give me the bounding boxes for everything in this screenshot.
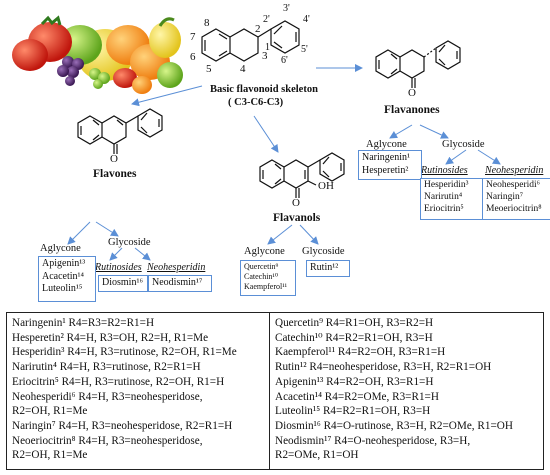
table-divider	[269, 313, 270, 469]
flavanols-aglycone-box: Quercetin⁹ Catechin¹⁰ Kaempferol¹¹	[240, 260, 296, 296]
list-item: Naringin⁷	[486, 191, 524, 202]
flavones-aglycone-box: Apigenin¹³ Acacetin¹⁴ Luteolin¹⁵	[38, 256, 96, 302]
atom-number: 4	[240, 63, 246, 75]
skeleton-structure	[201, 20, 300, 62]
list-item: Apigenin¹³	[42, 258, 86, 269]
flavanone-carbonyl-label: O	[408, 87, 416, 99]
list-item: Eriocitrin⁵	[424, 203, 464, 214]
flavanones-rutinosides-label: Rutinosides	[421, 165, 468, 176]
flavanones-neohesperidin-label: Neohesperidin	[485, 165, 544, 176]
flavone-structure	[77, 108, 163, 154]
flavanones-neohesperidin-box: Neohesperidi⁶ Naringin⁷ Meoeriocitrin⁸	[482, 178, 550, 220]
table-right-column: Quercetin⁹ R4=R1=OH, R3=R2=H Catechin¹⁰ …	[275, 316, 513, 463]
table-row: Kaempferol¹¹ R4=R2=OH, R3=R1=H	[275, 346, 446, 359]
table-row: Naringenin¹ R4=R3=R2=R1=H	[12, 317, 155, 329]
atom-number: 5	[206, 63, 212, 75]
flavanols-aglycone-label: Aglycone	[244, 246, 285, 257]
atom-number: 5'	[301, 44, 308, 55]
table-row: Rutin¹² R4=neohesperidose, R3=H, R2=R1=O…	[275, 361, 492, 374]
flavones-rutinosides-label: Rutinosides	[95, 262, 142, 273]
fruit-image	[12, 15, 183, 94]
list-item: Diosmin¹⁶	[102, 277, 143, 288]
atom-number: 8	[204, 17, 210, 29]
table-row: Neoeriocitrin⁸ R4=H, R3=neohesperidose,	[12, 434, 203, 447]
atom-number: 6'	[281, 55, 288, 66]
atom-number: 2	[255, 23, 261, 35]
flavones-title: Flavones	[93, 168, 137, 180]
table-row: R2=OMe, R1=OH	[275, 449, 359, 462]
table-row: Catechin¹⁰ R4=R2=R1=OH, R3=H	[275, 331, 433, 344]
list-item: Kaempferol¹¹	[244, 282, 287, 291]
flavanones-aglycone-box: Naringenin¹ Hesperetin²	[358, 150, 422, 180]
flavones-glycoside-label: Glycoside	[108, 237, 151, 248]
table-row: Diosmin¹⁶ R4=O-rutinose, R3=H, R2=OMe, R…	[275, 419, 513, 432]
atom-number: 1'	[265, 42, 272, 53]
flavanol-carbonyl-label: O	[292, 197, 300, 209]
skeleton-title: Basic flavonoid skeleton	[210, 84, 318, 95]
atom-number: 2'	[263, 14, 270, 25]
table-row: R2=OH, R1=Me	[12, 405, 88, 418]
list-item: Hesperidin³	[424, 180, 469, 190]
table-row: R2=OH, R1=Me	[12, 449, 88, 462]
table-row: Hesperidin³ R4=H, R3=rutinose, R2=OH, R1…	[12, 346, 237, 359]
list-item: Narirutin⁴	[424, 191, 463, 202]
atom-number: 7	[190, 31, 196, 43]
list-item: Quercetin⁹	[244, 262, 279, 271]
flavanones-rutinosides-box: Hesperidin³ Narirutin⁴ Eriocitrin⁵	[420, 178, 483, 220]
flavones-neohesperidin-box: Neodismin¹⁷	[148, 275, 212, 292]
list-item: Naringenin¹	[362, 152, 410, 163]
table-row: Naringin⁷ R4=H, R3=neohesperidose, R2=R1…	[12, 419, 233, 432]
list-item: Neodismin¹⁷	[152, 277, 203, 288]
table-row: Quercetin⁹ R4=R1=OH, R3=R2=H	[275, 317, 434, 329]
flavones-aglycone-label: Aglycone	[40, 243, 81, 254]
table-left-column: Naringenin¹ R4=R3=R2=R1=H Hesperetin² R4…	[12, 316, 237, 463]
flavone-carbonyl-label: O	[110, 153, 118, 165]
flavanols-title: Flavanols	[273, 212, 321, 224]
list-item: Hesperetin²	[362, 164, 409, 176]
diagram-graphics	[12, 15, 501, 261]
flavanone-structure	[375, 40, 461, 88]
table-row: Neodismin¹⁷ R4=O-neohesperidose, R3=H,	[275, 434, 471, 447]
flavanols-glycoside-box: Rutin¹²	[306, 260, 350, 277]
flavones-neohesperidin-label: Neohesperidin	[147, 262, 206, 273]
flavanol-structure	[259, 152, 345, 198]
table-row: Narirutin⁴ R4=H, R3=rutinose, R2=R1=H	[12, 361, 201, 374]
table-row: Apigenin¹³ R4=R2=OH, R3=R1=H	[275, 375, 434, 388]
skeleton-subtitle: ( C3-C6-C3)	[228, 97, 284, 108]
atom-number: 3'	[283, 3, 290, 14]
flavones-rutinosides-box: Diosmin¹⁶	[98, 275, 148, 292]
list-item: Catechin¹⁰	[244, 272, 279, 281]
flavanones-glycoside-label: Glycoside	[442, 139, 485, 150]
list-item: Rutin¹²	[310, 262, 339, 273]
table-row: Acacetin¹⁴ R4=R2=OMe, R3=R1=H	[275, 390, 439, 403]
connector-arrows	[67, 64, 501, 261]
list-item: Luteolin¹⁵	[42, 283, 83, 294]
list-item: Neohesperidi⁶	[486, 180, 540, 190]
flavanones-title: Flavanones	[384, 104, 440, 116]
flavanols-glycoside-label: Glycoside	[302, 246, 345, 257]
list-item: Acacetin¹⁴	[42, 270, 85, 282]
atom-number: 3	[262, 50, 268, 62]
table-row: Hesperetin² R4=H, R3=OH, R2=H, R1=Me	[12, 331, 209, 344]
substituent-table: Naringenin¹ R4=R3=R2=R1=H Hesperetin² R4…	[6, 312, 544, 470]
flavanones-aglycone-label: Aglycone	[366, 139, 407, 150]
table-row: Eriocitrin⁵ R4=H, R3=rutinose, R2=OH, R1…	[12, 375, 225, 388]
table-row: Luteolin¹⁵ R4=R2=R1=OH, R3=H	[275, 405, 431, 418]
list-item: Meoeriocitrin⁸	[486, 203, 542, 214]
atom-number: 6	[190, 51, 196, 63]
flavanol-oh-label: OH	[318, 180, 334, 192]
atom-number: 4'	[303, 14, 310, 25]
table-row: Neohesperidi⁶ R4=H, R3=neohesperidose,	[12, 390, 203, 403]
